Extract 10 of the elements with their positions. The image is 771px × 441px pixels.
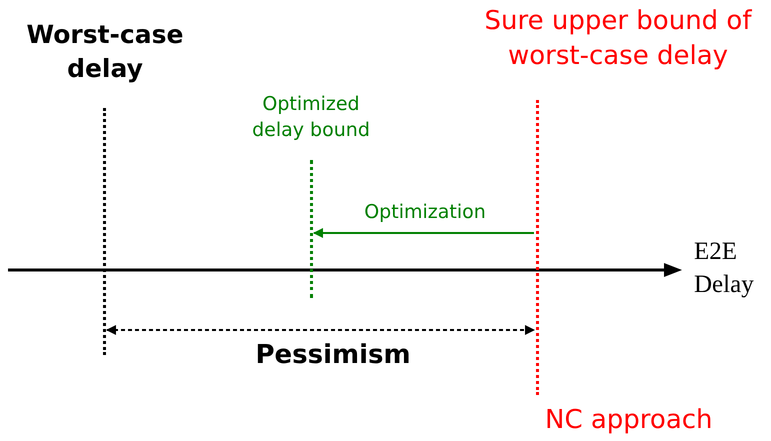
dotted-marker-line — [536, 100, 539, 395]
arrow — [313, 228, 534, 238]
marker-caption: NC approach — [545, 405, 713, 435]
dotted-marker-line — [103, 108, 106, 355]
marker-heading: Sure upper bound of worst-case delay — [484, 5, 753, 74]
axis-label: E2E Delay — [694, 237, 755, 300]
marker-heading: Optimized delay bound — [251, 92, 371, 143]
dotted-marker-line — [310, 160, 313, 298]
marker-heading: Worst-case delay — [26, 19, 184, 85]
arrow — [106, 325, 535, 335]
